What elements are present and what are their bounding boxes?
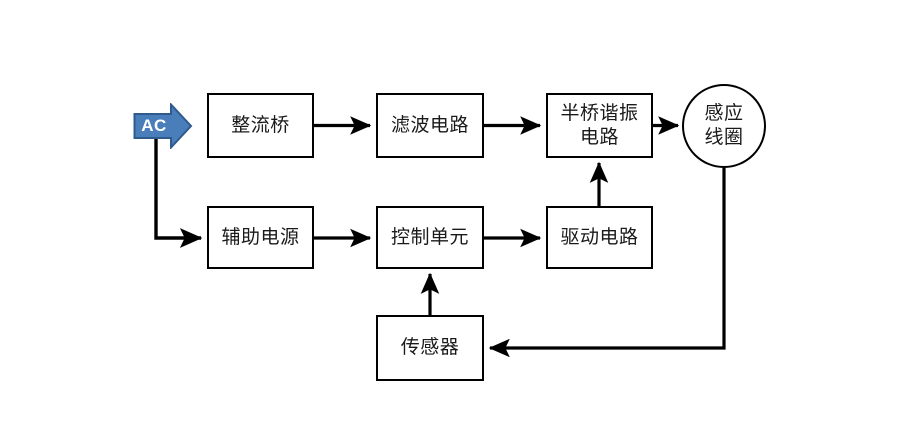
block-rectifier[interactable]: 整流桥 — [207, 93, 314, 158]
block-drive-circuit[interactable]: 驱动电路 — [546, 206, 653, 269]
block-auxiliary-power-supply-label: 辅助电源 — [221, 226, 300, 248]
block-rectifier-label: 整流桥 — [231, 114, 290, 136]
block-half-bridge-resonant-circuit-label: 半桥谐振 电路 — [558, 102, 640, 150]
block-induction-coil-line2: 线圈 — [704, 127, 744, 148]
block-sensor[interactable]: 传感器 — [376, 315, 484, 381]
block-induction-coil[interactable]: 感应 线圈 — [682, 84, 766, 168]
block-half-bridge-resonant-circuit[interactable]: 半桥谐振 电路 — [546, 93, 653, 158]
block-filter-circuit-label: 滤波电路 — [390, 114, 469, 136]
block-filter-circuit[interactable]: 滤波电路 — [376, 93, 484, 158]
block-half-bridge-line2: 电路 — [579, 126, 619, 148]
block-auxiliary-power-supply[interactable]: 辅助电源 — [207, 206, 314, 269]
block-induction-coil-label: 感应 线圈 — [702, 102, 745, 150]
block-control-unit-label: 控制单元 — [390, 226, 469, 248]
block-drive-circuit-label: 驱动电路 — [560, 226, 639, 248]
block-half-bridge-line1: 半桥谐振 — [560, 102, 639, 124]
block-control-unit[interactable]: 控制单元 — [376, 206, 484, 269]
ac-arrow-shape — [133, 103, 193, 149]
block-sensor-label: 传感器 — [400, 337, 460, 359]
ac-source-arrow[interactable]: AC — [133, 103, 193, 149]
block-induction-coil-line1: 感应 — [704, 103, 744, 125]
